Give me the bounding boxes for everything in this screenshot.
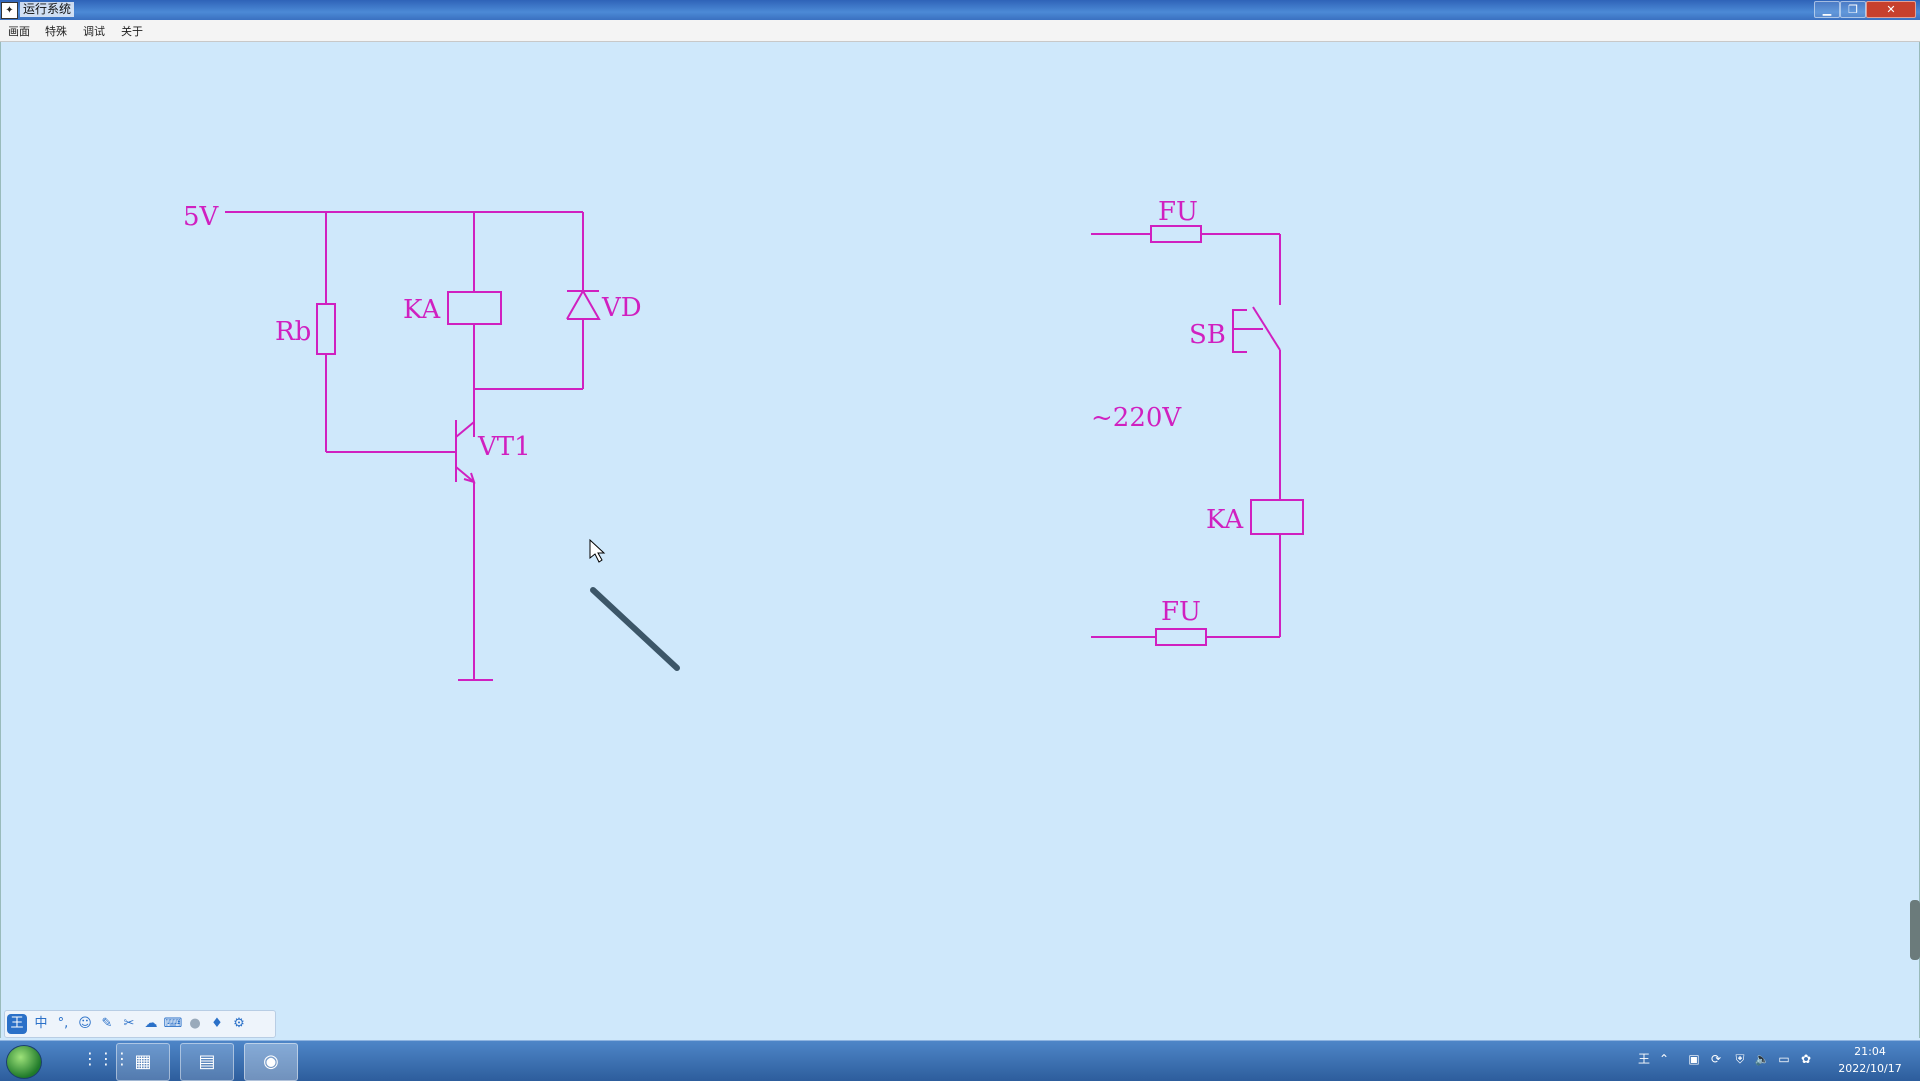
menu-item-debug[interactable]: 调试 bbox=[83, 25, 105, 38]
antivirus-icon[interactable]: ✿ bbox=[1800, 1052, 1812, 1066]
pen-cursor-icon bbox=[589, 538, 680, 671]
display-icon[interactable]: ▭ bbox=[1778, 1052, 1790, 1066]
window-title: 运行系统 bbox=[20, 2, 75, 17]
taskbar: ⋮⋮⋮ ▦ ▤ ◉ 王 ⌃ ▣ ⟳ ⛨ 🔈 ▭ ✿ 21:04 2022/10/… bbox=[0, 1040, 1920, 1081]
menu-item-special[interactable]: 特殊 bbox=[45, 25, 67, 38]
emoji-icon[interactable]: ☺ bbox=[78, 1016, 92, 1031]
shield-icon[interactable]: ⛨ bbox=[1735, 1052, 1745, 1066]
app-icon: ✦ bbox=[1, 2, 18, 19]
menu-bar: 画面 特殊 调试 关于 bbox=[0, 20, 1920, 42]
drawing-canvas[interactable]: 5V Rb KA VD VT1 FU SB ~220V KA FU bbox=[0, 42, 1920, 1038]
taskbar-app-plc[interactable]: ▦ bbox=[116, 1043, 170, 1081]
label-sb: SB bbox=[1189, 320, 1226, 350]
side-scroll-handle[interactable] bbox=[1910, 900, 1920, 960]
punctuation-icon[interactable]: °, bbox=[57, 1016, 69, 1031]
scissors-icon[interactable]: ✂ bbox=[123, 1016, 135, 1031]
label-fu-bottom: FU bbox=[1161, 597, 1201, 627]
clock-date[interactable]: 2022/10/17 bbox=[1838, 1062, 1902, 1075]
user-icon[interactable]: ● bbox=[189, 1016, 201, 1031]
network-icon[interactable]: ▣ bbox=[1688, 1052, 1700, 1066]
label-5v: 5V bbox=[183, 202, 220, 232]
menu-item-screen[interactable]: 画面 bbox=[8, 25, 30, 38]
taskbar-app-runtime[interactable]: ◉ bbox=[244, 1043, 298, 1081]
label-220v: ~220V bbox=[1091, 403, 1182, 433]
tray-expand-icon[interactable]: ⌃ bbox=[1658, 1052, 1670, 1066]
start-button[interactable] bbox=[6, 1045, 42, 1079]
handwrite-icon[interactable]: ✎ bbox=[101, 1016, 113, 1031]
taskbar-app-book[interactable]: ▤ bbox=[180, 1043, 234, 1081]
ime-logo-icon[interactable]: 王 bbox=[7, 1014, 27, 1034]
close-button[interactable]: ✕ bbox=[1866, 1, 1916, 18]
cloud-icon[interactable]: ☁ bbox=[144, 1016, 158, 1031]
resistor-rb bbox=[316, 303, 336, 355]
title-bar: ✦ 运行系统 ▁ ❐ ✕ bbox=[0, 0, 1920, 20]
fuse-top bbox=[1150, 225, 1202, 243]
ime-mode-toggle[interactable]: 中 bbox=[34, 1016, 48, 1031]
label-vd: VD bbox=[601, 293, 642, 323]
clock-time[interactable]: 21:04 bbox=[1854, 1045, 1886, 1058]
label-vt1: VT1 bbox=[477, 432, 531, 462]
apps-grid-icon[interactable]: ⋮⋮⋮ bbox=[82, 1049, 130, 1068]
keyboard-icon[interactable]: ⌨ bbox=[163, 1016, 183, 1031]
left-circuit-wires bbox=[225, 211, 584, 681]
transistor-vt1 bbox=[455, 420, 476, 484]
label-rb: Rb bbox=[275, 317, 311, 347]
menu-item-about[interactable]: 关于 bbox=[121, 25, 143, 38]
skin-icon[interactable]: ♦ bbox=[211, 1016, 223, 1031]
pushbutton-sb bbox=[1232, 306, 1281, 353]
label-fu-top: FU bbox=[1158, 197, 1198, 227]
ime-tray-icon[interactable]: 王 bbox=[1637, 1052, 1650, 1066]
relay-coil-ka-right bbox=[1250, 499, 1304, 535]
update-icon[interactable]: ⟳ bbox=[1710, 1052, 1722, 1066]
circuit-diagram: 5V Rb KA VD VT1 FU SB ~220V KA FU bbox=[183, 197, 1304, 681]
volume-icon[interactable]: 🔈 bbox=[1754, 1052, 1770, 1066]
label-ka-right: KA bbox=[1206, 505, 1244, 535]
label-ka-left: KA bbox=[403, 295, 441, 325]
ime-toolbar: 王 中 °, ☺ ✎ ✂ ☁ ⌨ ● ♦ ⚙ bbox=[4, 1010, 276, 1038]
minimize-button[interactable]: ▁ bbox=[1814, 1, 1840, 18]
settings-gear-icon[interactable]: ⚙ bbox=[233, 1016, 245, 1031]
diode-vd bbox=[566, 288, 601, 320]
relay-coil-ka-left bbox=[447, 291, 502, 325]
maximize-button[interactable]: ❐ bbox=[1840, 1, 1866, 18]
fuse-bottom bbox=[1155, 628, 1207, 646]
right-circuit-wires bbox=[1091, 233, 1281, 638]
